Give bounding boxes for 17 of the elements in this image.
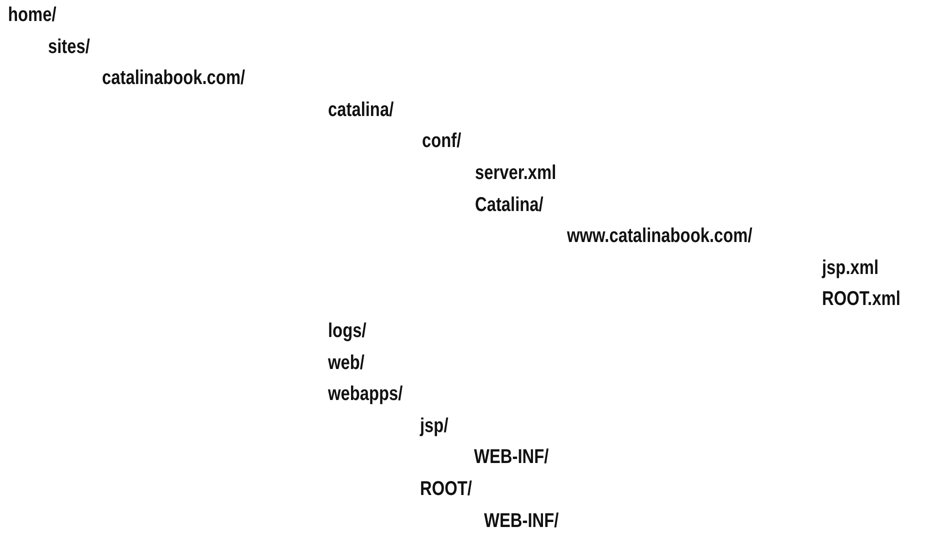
- file-name: ROOT.xml: [822, 288, 900, 310]
- folder-name: catalinabook.com/: [102, 67, 246, 90]
- folder-name: WEB-INF/: [484, 510, 559, 532]
- folder-name: Catalina/: [475, 194, 544, 216]
- folder-name: catalina/: [328, 98, 394, 121]
- folder-name: logs/: [328, 320, 366, 342]
- folder-name: WEB-INF/: [474, 446, 549, 468]
- folder-name: www.catalinabook.com/: [567, 225, 752, 248]
- folder-name: web/: [328, 352, 364, 374]
- folder-name: home/: [8, 4, 56, 26]
- file-name: server.xml: [475, 162, 556, 184]
- folder-name: webapps/: [328, 383, 403, 406]
- file-name: jsp.xml: [822, 256, 879, 279]
- folder-name: sites/: [48, 36, 90, 58]
- folder-name: jsp/: [420, 414, 448, 437]
- folder-name: conf/: [422, 130, 462, 152]
- folder-name: ROOT/: [420, 478, 472, 500]
